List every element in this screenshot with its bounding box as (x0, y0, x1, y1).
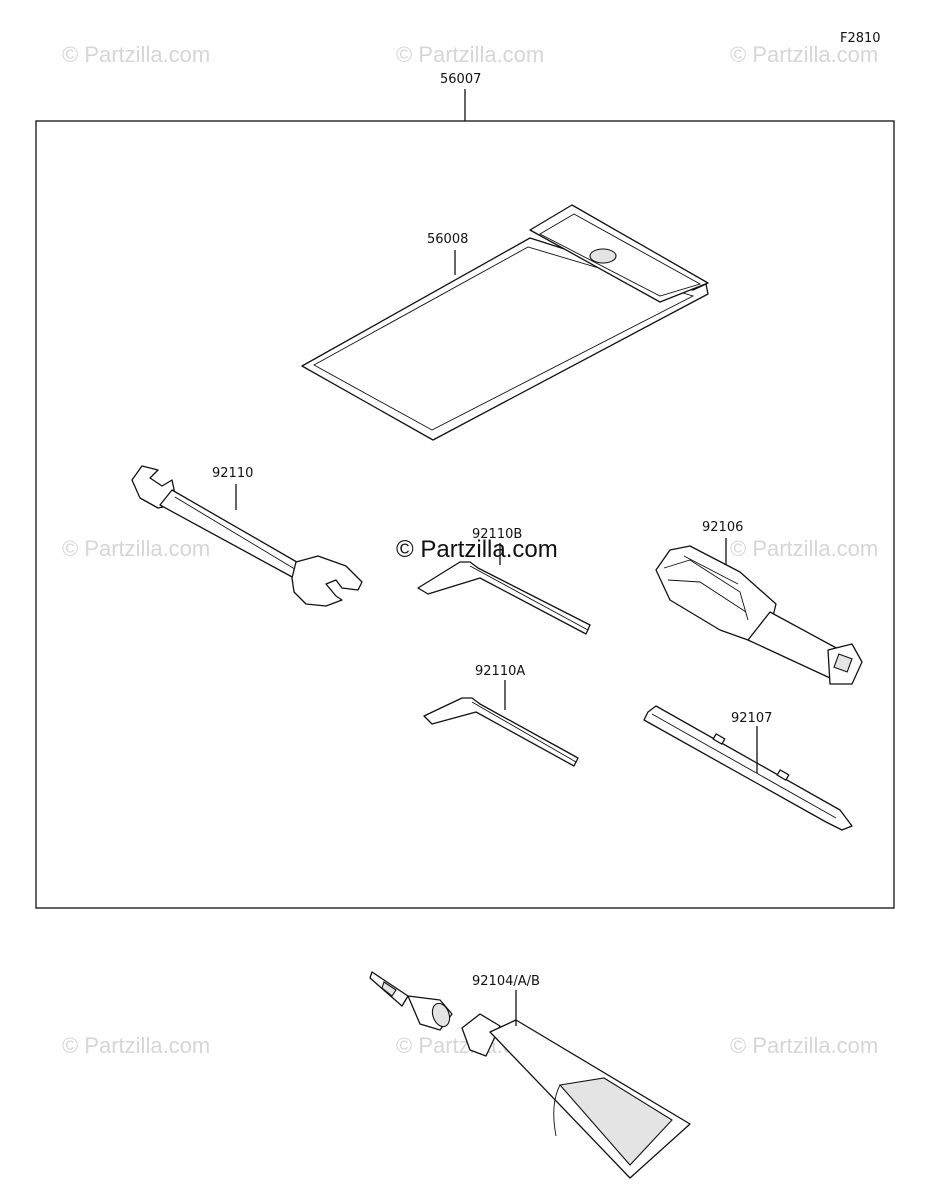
tool-case[interactable]: 56008 (301, 204, 709, 441)
hex-key-b[interactable]: 92110B (417, 527, 591, 635)
watermarks: © Partzilla.com © Partzilla.com © Partzi… (62, 42, 878, 1058)
part-number-grease-tube[interactable]: 92104/A/B (472, 974, 540, 989)
figure-code: F2810 (840, 31, 881, 46)
kit-callout: 56007 (35, 72, 895, 909)
watermark: © Partzilla.com (730, 536, 878, 561)
center-watermark: © Partzilla.com (396, 536, 558, 563)
hex-key-a[interactable]: 92110A (423, 664, 579, 767)
screwdriver-bit[interactable]: 92107 (643, 705, 853, 831)
part-number-hex-key-a[interactable]: 92110A (475, 664, 525, 679)
part-number-hex-key-b[interactable]: 92110B (472, 527, 522, 542)
wrench[interactable]: 92110 (131, 465, 363, 607)
watermark: © Partzilla.com (62, 1033, 210, 1058)
watermark: © Partzilla.com (730, 1033, 878, 1058)
watermark: © Partzilla.com (62, 536, 210, 561)
screwdriver-handle[interactable]: 92106 (655, 520, 863, 685)
part-number-screwdriver-handle[interactable]: 92106 (702, 520, 743, 535)
watermark: © Partzilla.com (62, 42, 210, 67)
watermark: © Partzilla.com (730, 42, 878, 67)
part-number-wrench[interactable]: 92110 (212, 466, 253, 481)
watermark: © Partzilla.com (396, 42, 544, 67)
part-number-screwdriver-bit[interactable]: 92107 (731, 711, 772, 726)
part-number-case[interactable]: 56008 (427, 232, 468, 247)
grease-tube[interactable]: 92104/A/B (369, 971, 691, 1179)
part-number-kit[interactable]: 56007 (440, 72, 481, 87)
